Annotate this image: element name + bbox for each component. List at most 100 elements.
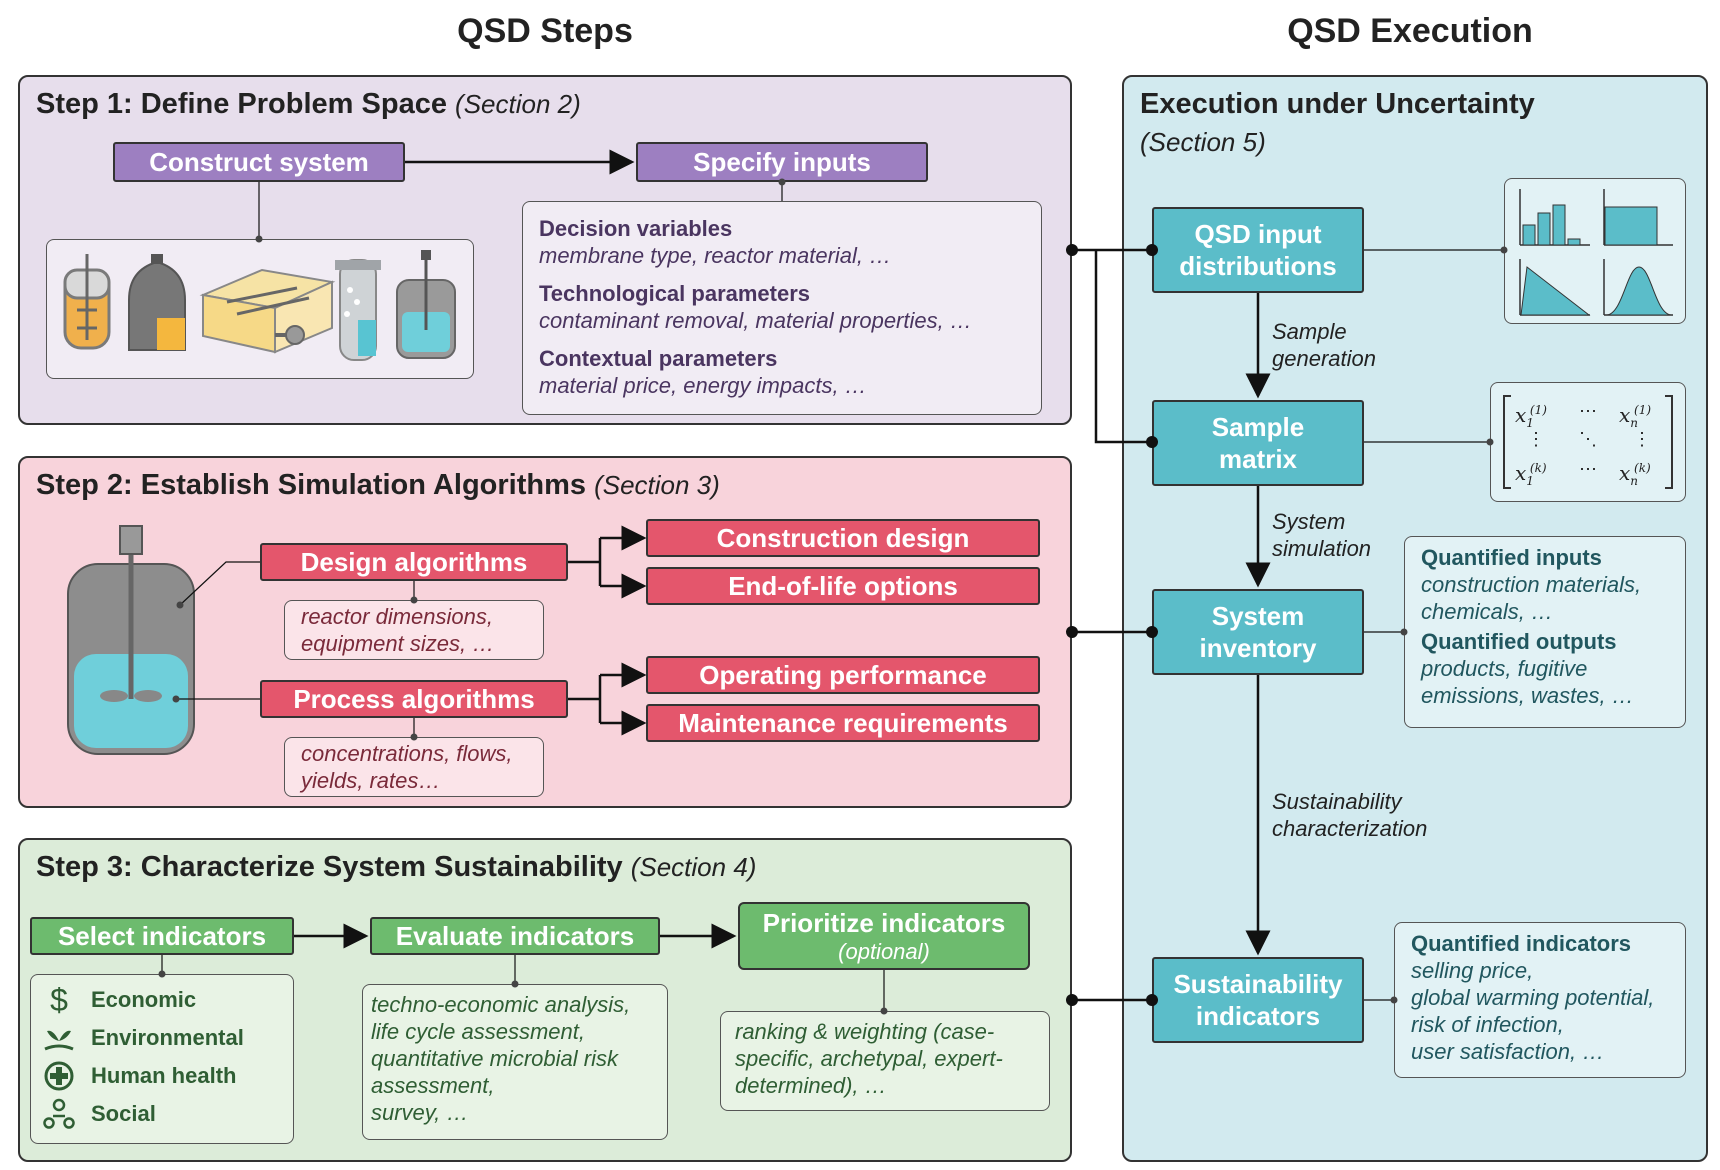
sample-matrix-box: x1(1) xn(1) x1(k) xn(k) ⋯ ⋯ ⋮ ⋮ ⋱ (1490, 382, 1686, 502)
medical-cross-icon (41, 1058, 77, 1094)
execution-section: (Section 5) (1140, 127, 1266, 157)
step3-title-text: Step 3: Characterize System Sustainabili… (36, 851, 623, 883)
matrix-vdots-left: ⋮ (1527, 429, 1545, 450)
indicator-environmental-label: Environmental (91, 1025, 244, 1050)
digester-icon (128, 254, 186, 351)
construct-system-node[interactable]: Construct system (113, 142, 405, 182)
node3-line1: System (1211, 601, 1305, 631)
node3-line2: inventory (1199, 633, 1317, 663)
evaluate-example-5: survey, … (371, 1100, 469, 1125)
select-indicators-node[interactable]: Select indicators (30, 917, 294, 955)
matrix-left-bracket (1503, 395, 1511, 489)
step3-section: (Section 4) (630, 852, 757, 882)
step2-title: Step 2: Establish Simulation Algorithms … (36, 469, 720, 502)
indicator-economic: $ Economic (41, 981, 293, 1019)
reactor-vessel-icon (63, 254, 111, 350)
edge2-line1: System (1272, 509, 1346, 534)
quantified-outputs-line1: products, fugitive (1421, 656, 1588, 681)
inputs-box: Decision variables membrane type, reacto… (522, 201, 1042, 415)
system-inventory-node[interactable]: System inventory (1152, 589, 1364, 675)
people-network-icon (41, 1096, 77, 1132)
indicator-human-health: Human health (41, 1057, 293, 1095)
equipment-illustrations (63, 250, 456, 361)
triangular-distribution-icon (1519, 259, 1591, 316)
sample-generation-label: Sample generation (1272, 318, 1376, 372)
indicator-environmental: Environmental (41, 1019, 293, 1057)
input-group-technological: Technological parameters contaminant rem… (539, 281, 972, 334)
evaluate-example-3: quantitative microbial risk (371, 1046, 618, 1071)
step2-section: (Section 3) (594, 470, 720, 500)
step1-title: Step 1: Define Problem Space (Section 2) (36, 88, 581, 121)
maintenance-requirements-node[interactable]: Maintenance requirements (646, 704, 1040, 742)
equipment-illustration-box (46, 239, 474, 379)
decision-variables-items: membrane type, reactor material, … (539, 243, 892, 268)
node4-line1: Sustainability (1173, 969, 1343, 999)
input-group-contextual: Contextual parameters material price, en… (539, 346, 867, 399)
specify-inputs-node[interactable]: Specify inputs (636, 142, 928, 182)
design-algorithms-node[interactable]: Design algorithms (260, 543, 568, 581)
decision-variables-label: Decision variables (539, 216, 733, 241)
stirred-tank-icon (396, 250, 456, 359)
edge1-line1: Sample (1272, 319, 1347, 344)
prioritize-indicators-label: Prioritize indicators (762, 907, 1006, 938)
evaluate-indicators-node[interactable]: Evaluate indicators (370, 917, 660, 955)
edge1-line2: generation (1272, 346, 1376, 371)
quantified-indicators-line1: selling price, (1411, 958, 1534, 983)
process-example-line2: yields, rates… (301, 768, 441, 793)
end-of-life-options-node[interactable]: End-of-life options (646, 567, 1040, 605)
prioritize-example-2: specific, archetypal, expert- (735, 1046, 1003, 1071)
quantified-inputs-line2: chemicals, … (1421, 599, 1554, 624)
quantified-indicators-label: Quantified indicators (1411, 931, 1632, 956)
step2-title-text: Step 2: Establish Simulation Algorithms (36, 469, 586, 501)
dollar-icon: $ (50, 981, 68, 1018)
qsd-input-distributions-node[interactable]: QSD input distributions (1152, 207, 1364, 293)
edge3-line2: characterization (1272, 816, 1428, 841)
quantified-indicators-box: Quantified indicators selling price, glo… (1394, 922, 1686, 1078)
step3-title: Step 3: Characterize System Sustainabili… (36, 851, 756, 884)
prioritize-examples-box: ranking & weighting (case- specific, arc… (720, 1011, 1050, 1111)
indicator-social: Social (41, 1095, 293, 1133)
inventory-box: Quantified inputs construction materials… (1404, 536, 1686, 728)
sustainability-indicators-node[interactable]: Sustainability indicators (1152, 957, 1364, 1043)
quantified-indicators-line4: user satisfaction, … (1411, 1039, 1605, 1064)
operating-performance-node[interactable]: Operating performance (646, 656, 1040, 694)
distribution-shapes (1519, 189, 1673, 316)
prioritize-indicators-node[interactable]: Prioritize indicators (optional) (738, 902, 1030, 970)
membrane-tank-icon (199, 268, 336, 354)
node1-line2: distributions (1179, 251, 1337, 281)
step1-section: (Section 2) (455, 89, 581, 119)
quantified-outputs-label: Quantified outputs (1421, 629, 1617, 654)
matrix-entry-top-right: xn(1) (1619, 403, 1652, 430)
contextual-parameters-label: Contextual parameters (539, 346, 778, 371)
indicator-social-label: Social (91, 1101, 156, 1126)
matrix-entry-bottom-right: xn(k) (1619, 461, 1651, 488)
matrix-entry-top-left: x1(1) (1515, 403, 1547, 430)
indicator-categories-box: $ Economic Environmental Human health So… (30, 974, 294, 1144)
quantified-inputs-line1: construction materials, (1421, 572, 1642, 597)
node2-line1: Sample (1211, 412, 1305, 442)
normal-distribution-icon (1603, 259, 1673, 316)
matrix-entry-bottom-left: x1(k) (1515, 461, 1547, 488)
qsd-steps-heading: QSD Steps (457, 12, 633, 50)
uniform-distribution-icon (1603, 189, 1673, 246)
matrix-ddots: ⋱ (1579, 429, 1597, 450)
prioritize-optional-label: (optional) (838, 938, 930, 964)
matrix-hdots-top: ⋯ (1579, 401, 1597, 422)
evaluate-example-1: techno-economic analysis, (371, 992, 631, 1017)
column-vessel-icon (335, 259, 381, 361)
indicator-human-health-label: Human health (91, 1063, 237, 1088)
technological-parameters-label: Technological parameters (539, 281, 811, 306)
design-examples-box: reactor dimensions, equipment sizes, … (284, 600, 544, 660)
construction-design-node[interactable]: Construction design (646, 519, 1040, 557)
distribution-plots-box (1504, 178, 1686, 324)
matrix-right-bracket (1665, 395, 1673, 489)
quantified-inputs-label: Quantified inputs (1421, 545, 1602, 570)
step1-title-text: Step 1: Define Problem Space (36, 88, 447, 120)
sample-matrix-node[interactable]: Sample matrix (1152, 400, 1364, 486)
prioritize-example-1: ranking & weighting (case- (735, 1019, 995, 1044)
evaluate-examples-box: techno-economic analysis, life cycle ass… (362, 984, 668, 1140)
indicator-economic-label: Economic (91, 987, 197, 1012)
prioritize-example-3: determined), … (735, 1073, 887, 1098)
process-algorithms-node[interactable]: Process algorithms (260, 680, 568, 718)
design-example-line2: equipment sizes, … (301, 631, 495, 656)
